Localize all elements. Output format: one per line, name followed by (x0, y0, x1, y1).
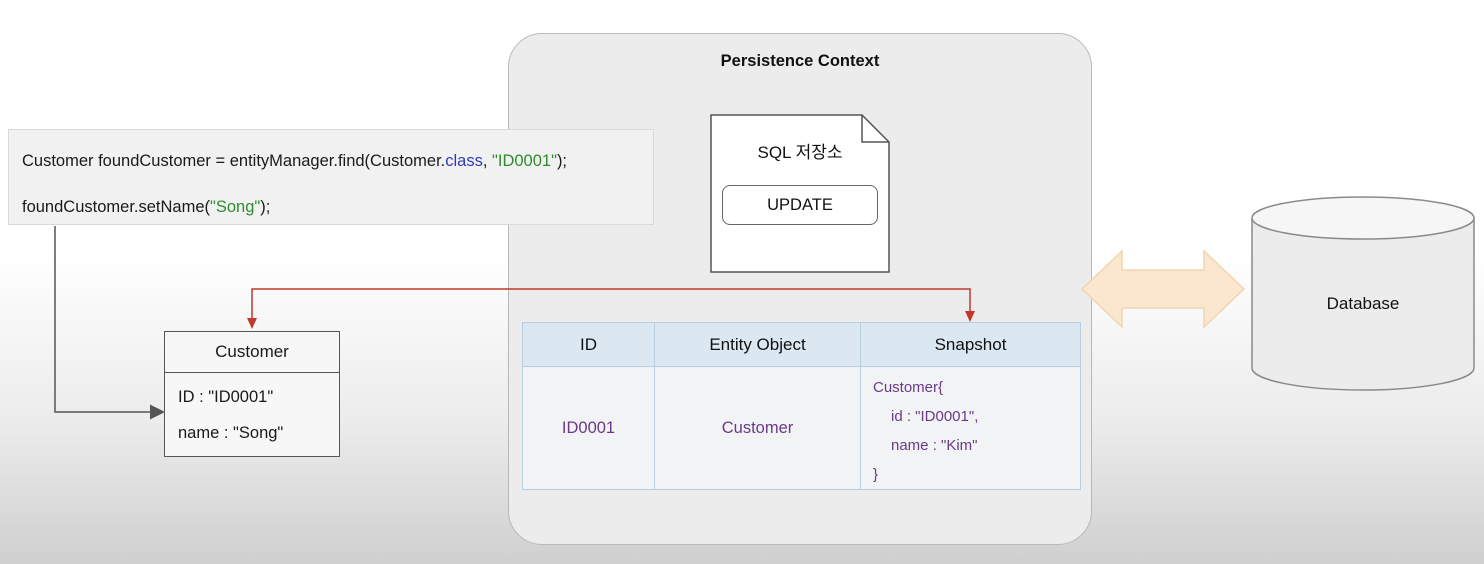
customer-field-name: name : "Song" (178, 424, 284, 442)
database-cylinder (1251, 196, 1475, 391)
sql-update-statement: UPDATE (722, 185, 878, 225)
snapshot-line: id : "ID0001", (891, 408, 979, 425)
database-label: Database (1326, 294, 1400, 313)
customer-object-box: Customer ID : "ID0001" name : "Song" (164, 331, 340, 457)
header-snapshot: Snapshot (860, 322, 1081, 367)
code-snippet: Customer foundCustomer = entityManager.f… (8, 129, 654, 225)
code-string: "ID0001" (492, 152, 557, 170)
code-text: foundCustomer.setName( (22, 198, 211, 216)
snapshot-line: name : "Kim" (891, 437, 978, 454)
table-row: ID0001 Customer Customer{ id : "ID0001",… (522, 366, 1081, 490)
code-text: , (482, 152, 493, 170)
first-level-cache-table: ID Entity Object Snapshot ID0001 Custome… (522, 322, 1081, 490)
code-text: ); (556, 152, 568, 170)
customer-object-title: Customer (165, 332, 339, 373)
code-text: Customer foundCustomer = entityManager.f… (22, 152, 446, 170)
code-keyword: class (445, 152, 483, 170)
compare-arrowhead-left (247, 318, 257, 329)
header-entity-object: Entity Object (654, 322, 861, 367)
customer-field-id: ID : "ID0001" (178, 388, 274, 406)
reference-arrow (54, 226, 165, 420)
code-text: ); (260, 198, 271, 216)
code-line-setname: foundCustomer.setName("Song"); (22, 198, 270, 217)
cell-entity-object: Customer (654, 366, 861, 490)
snapshot-line: } (873, 466, 879, 483)
persistence-context-title: Persistence Context (720, 52, 880, 70)
table-header-row: ID Entity Object Snapshot (522, 322, 1081, 367)
code-string: "Song" (210, 198, 261, 216)
sync-double-arrow (1080, 249, 1246, 329)
sql-store-title: SQL 저장소 (757, 143, 843, 162)
snapshot-line: Customer{ (873, 379, 944, 396)
cell-id: ID0001 (522, 366, 655, 490)
cell-snapshot: Customer{ id : "ID0001", name : "Kim" } (860, 366, 1081, 490)
header-id: ID (522, 322, 655, 367)
code-line-find: Customer foundCustomer = entityManager.f… (22, 152, 567, 171)
